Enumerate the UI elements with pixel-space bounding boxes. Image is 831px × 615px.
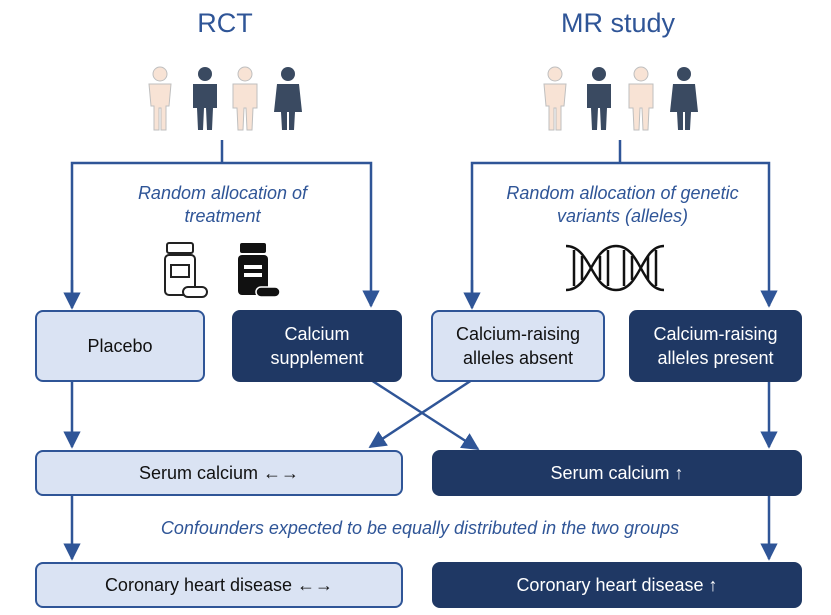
placebo-box: Placebo <box>35 310 205 382</box>
calcium-supplement-box: Calcium supplement <box>232 310 402 382</box>
chd-up-box: Coronary heart disease ↑ <box>432 562 802 608</box>
mr-split-line <box>470 161 778 308</box>
person-icon <box>670 67 698 130</box>
person-icon <box>148 66 172 131</box>
person-icon <box>543 66 567 131</box>
person-icon <box>628 66 654 131</box>
mr-allocation-label: Random allocation of genetic variants (a… <box>506 183 739 226</box>
mr-title: MR study <box>560 8 676 38</box>
pill-bottle-icon <box>238 243 281 298</box>
rct-split-line <box>70 161 380 308</box>
supplement-to-serum-up-arrow <box>370 378 480 451</box>
alleles-absent-box: Calcium-raising alleles absent <box>431 310 605 382</box>
person-icon <box>274 67 302 130</box>
rct-title: RCT <box>197 8 253 38</box>
person-icon <box>232 66 258 131</box>
pill-bottle-icon <box>164 242 208 298</box>
serum-calcium-up-box: Serum calcium ↑ <box>432 450 802 496</box>
chd-neutral-box: Coronary heart disease ←→ <box>35 562 403 608</box>
absent-to-serum-neutral-arrow <box>368 378 473 449</box>
serum-calcium-neutral-box: Serum calcium ←→ <box>35 450 403 496</box>
person-icon <box>193 67 217 130</box>
alleles-present-box: Calcium-raising alleles present <box>629 310 802 382</box>
rct-allocation-label: Random allocation of treatment <box>137 183 308 226</box>
confounders-note: Confounders expected to be equally distr… <box>160 518 680 538</box>
person-icon <box>587 67 611 130</box>
